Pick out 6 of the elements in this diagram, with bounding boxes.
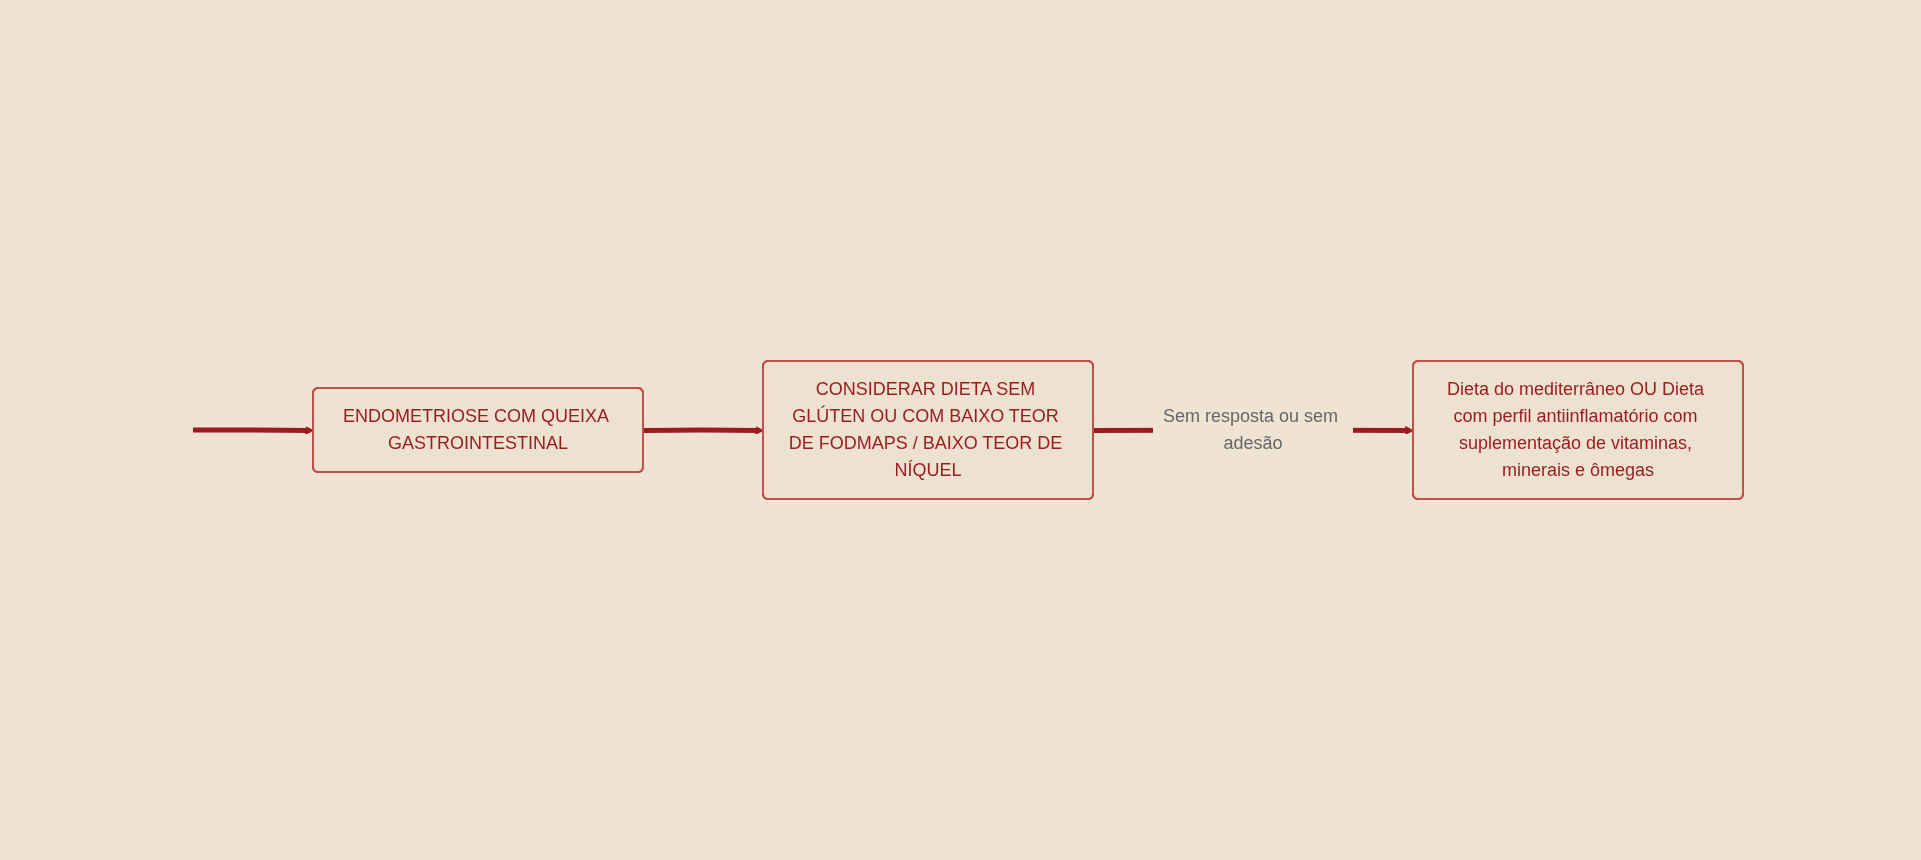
arrow: [193, 426, 314, 435]
edge-label: Sem resposta ou sem adesão: [1162, 406, 1339, 453]
node-text: ENDOMETRIOSE COM QUEIXA GASTROINTESTINAL: [342, 406, 609, 453]
node-text: CONSIDERAR DIETA SEM GLÚTEN OU COM BAIXO TEOR DE FODMAPS / BAIXO TEOR DE NÍQUEL: [788, 379, 1063, 480]
arrow: [643, 426, 764, 435]
node-text: Dieta do mediterrâneo OU Dieta com perfil antiinflamatório com suplementação de vitaminas, minerais e ômegas: [1446, 379, 1705, 480]
